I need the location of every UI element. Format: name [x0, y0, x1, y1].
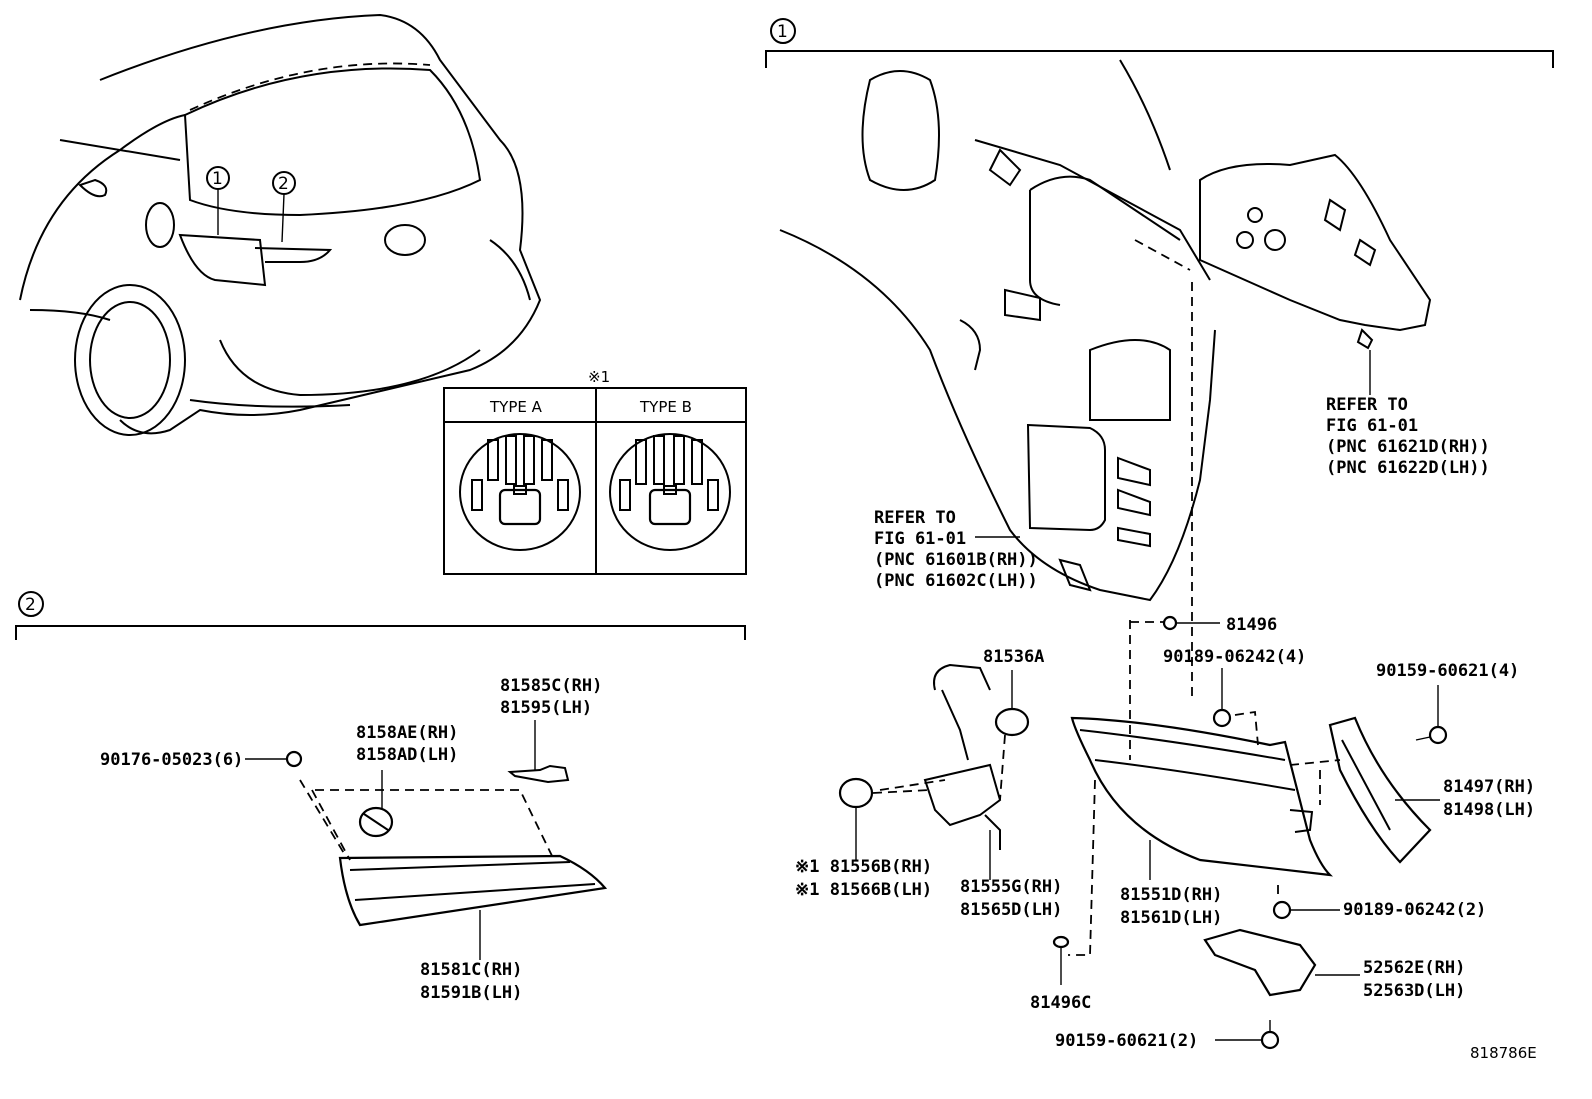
- label-81581-lh: 81591B(LH): [420, 983, 522, 1003]
- connector-type-table: ※1 TYPE A TYPE B: [443, 368, 747, 575]
- bolt-90176: [245, 750, 303, 768]
- refer-lower-line1: REFER TO: [874, 508, 956, 528]
- label-90176: 90176-05023(6): [100, 750, 243, 770]
- bolt-90159-4: [1415, 685, 1448, 745]
- refer-upper-line2: FIG 61-01: [1326, 416, 1418, 436]
- type-b-connector: [609, 433, 731, 551]
- section-1-header: 1: [765, 18, 1554, 68]
- label-81496C: 81496C: [1030, 993, 1091, 1013]
- bolt-90159-2: [1215, 1020, 1280, 1050]
- svg-text:※1: ※1: [588, 368, 610, 386]
- vehicle-rear-view: [19, 13, 542, 436]
- label-52562-rh: 52562E(RH): [1363, 958, 1465, 978]
- refer-upper-line3: (PNC 61621D(RH)): [1326, 437, 1490, 457]
- diagram-id: 818786E: [1470, 1044, 1537, 1062]
- bracket-52562E: [1203, 928, 1360, 997]
- inner-lamp-assembly: [299, 779, 608, 927]
- harness-81555: [923, 663, 1002, 880]
- label-8158A-rh: 8158AE(RH): [356, 723, 458, 743]
- assembly-lines: [879, 282, 1341, 956]
- socket-81556B: [838, 777, 931, 860]
- type-a-connector: [459, 433, 581, 551]
- nut-90189-2: [1272, 900, 1340, 920]
- label-90189-4: 90189-06242(4): [1163, 647, 1306, 667]
- label-81536A: 81536A: [983, 647, 1044, 667]
- vehicle-callout-2: 2: [272, 171, 296, 243]
- label-81585-rh: 81585C(RH): [500, 676, 602, 696]
- clip-81496: [1162, 615, 1220, 631]
- label-90159-4: 90159-60621(4): [1376, 661, 1519, 681]
- refer-lower-line3: (PNC 61601B(RH)): [874, 550, 1038, 570]
- label-81585-lh: 81595(LH): [500, 698, 592, 718]
- vehicle-callout-1: 1: [206, 166, 230, 235]
- label-81496: 81496: [1226, 615, 1277, 635]
- type-b-label: TYPE B: [639, 398, 692, 416]
- type-a-label: TYPE A: [489, 398, 543, 416]
- clip-81496C: [1052, 935, 1070, 985]
- svg-text:2: 2: [25, 595, 36, 615]
- refer-lower-line2: FIG 61-01: [874, 529, 966, 549]
- label-52562-lh: 52563D(LH): [1363, 981, 1465, 1001]
- harness-81585: [507, 720, 570, 784]
- refer-upper-line1: REFER TO: [1326, 395, 1408, 415]
- label-81555-lh: 81565D(LH): [960, 900, 1062, 920]
- quarter-body-panel: [779, 59, 1216, 602]
- svg-text:2: 2: [278, 174, 289, 194]
- label-81497-rh: 81497(RH): [1443, 777, 1535, 797]
- lamp-cover-81497: [1328, 716, 1440, 864]
- label-81556-lh: ※1 81566B(LH): [795, 880, 932, 900]
- svg-text:1: 1: [777, 22, 788, 42]
- label-90189-2: 90189-06242(2): [1343, 900, 1486, 920]
- tail-lamp-81551: [1070, 716, 1334, 880]
- nut-90189-4: [1212, 668, 1259, 746]
- refer-upper-line4: (PNC 61622D(LH)): [1326, 458, 1490, 478]
- label-8158A-lh: 8158AD(LH): [356, 745, 458, 765]
- section-2-header: 2: [15, 591, 746, 640]
- label-81497-lh: 81498(LH): [1443, 800, 1535, 820]
- label-81556-rh: ※1 81556B(RH): [795, 857, 932, 877]
- label-81551-rh: 81551D(RH): [1120, 885, 1222, 905]
- label-90159-2: 90159-60621(2): [1055, 1031, 1198, 1051]
- socket-8158A: [358, 770, 394, 838]
- refer-lower-line4: (PNC 61602C(LH)): [874, 571, 1038, 591]
- label-81581-rh: 81581C(RH): [420, 960, 522, 980]
- label-81555-rh: 81555G(RH): [960, 877, 1062, 897]
- svg-text:1: 1: [212, 169, 223, 189]
- rear-panel-bracket: [1134, 153, 1432, 350]
- socket-81536A: [994, 670, 1030, 737]
- label-81551-lh: 81561D(LH): [1120, 908, 1222, 928]
